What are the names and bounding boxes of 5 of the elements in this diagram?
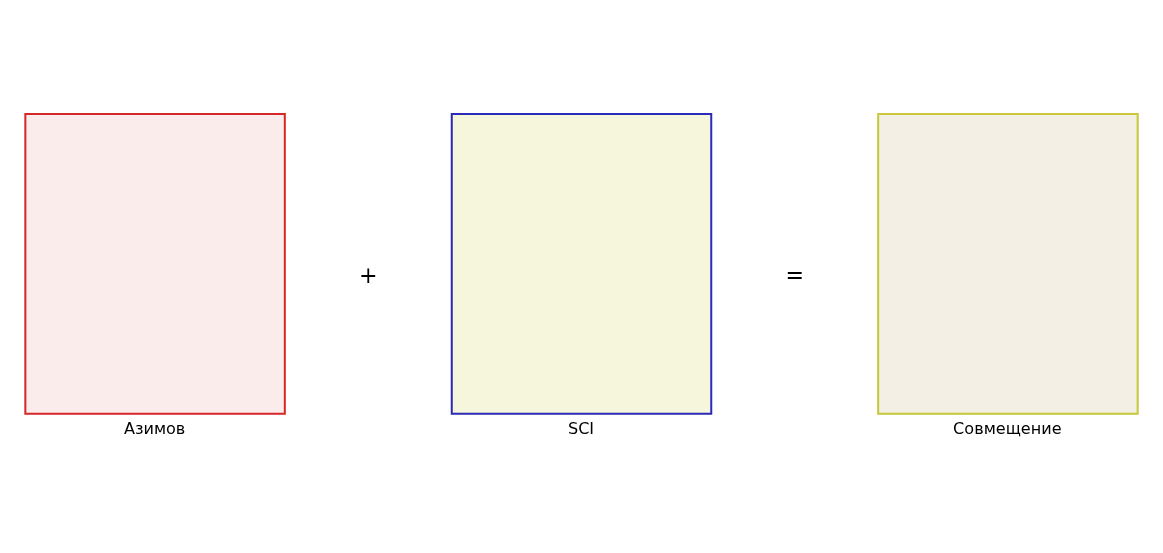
label: = [785, 261, 804, 288]
label: + [359, 261, 378, 288]
node-label: SCI [567, 418, 595, 438]
node-label: Совмещение [953, 418, 1062, 438]
node-label: Азимов [123, 418, 186, 438]
